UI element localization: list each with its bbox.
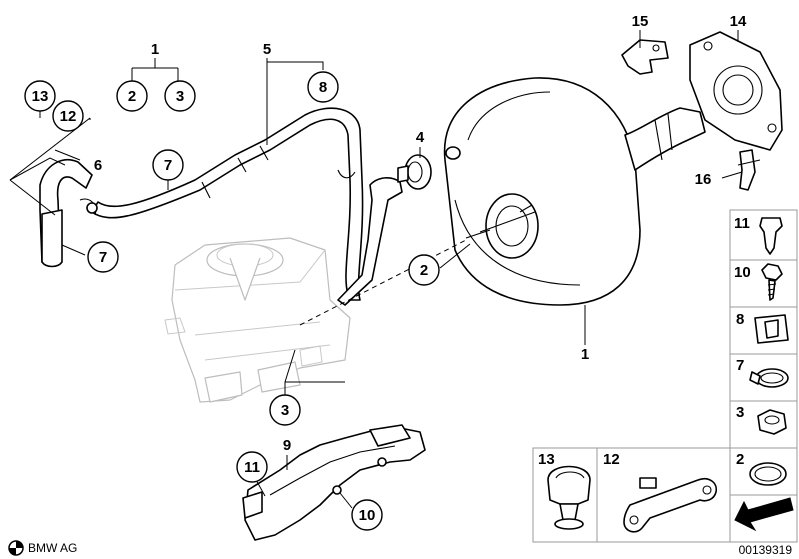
callout-circle-10 [351,499,383,531]
legend-number-10: 10 [734,264,751,281]
callout-13: 13 [32,88,49,105]
callout-1-top: 1 [151,41,159,58]
callout-circle-7-left [87,241,119,273]
direction-arrow-icon [734,497,794,532]
callout-4: 4 [416,129,425,146]
callouts: 1 2 3 5 8 13 12 6 7 7 4 2 1 3 9 11 10 15… [24,13,747,531]
callout-15: 15 [632,13,649,30]
legend-column: 11 10 8 7 3 2 [532,209,798,543]
legend-number-7: 7 [736,357,744,374]
mounting-bracket-icon [623,477,718,533]
callout-16: 16 [695,171,712,188]
callout-3-top: 3 [176,88,184,105]
check-valve-grommet [397,154,432,190]
callout-11: 11 [244,459,260,476]
cable-clip-icon [547,465,591,530]
callout-12: 12 [60,108,77,125]
legend-panel-10 [729,259,798,308]
hose-clamp-icon [749,368,789,388]
rubber-grommet-icon [754,314,789,344]
callout-6: 6 [94,157,102,174]
callout-5: 5 [263,41,271,58]
callout-10: 10 [359,507,376,524]
callout-circle-2-top [116,80,148,112]
callout-8: 8 [319,79,327,96]
callout-circle-11 [236,451,268,483]
hex-nut-icon [757,409,787,435]
lower-bracket [242,424,426,541]
callout-circle-8 [307,71,339,103]
brand-name: BMW AG [28,541,77,555]
legend-number-3: 3 [736,404,744,421]
sealing-ring-icon [749,462,787,486]
bmw-logo-icon [8,540,24,556]
callout-circle-13 [24,80,56,112]
callout-circle-7-hose [152,149,184,181]
callout-2-top: 2 [128,88,136,105]
booster-mounting-plate [689,31,783,151]
callout-14: 14 [730,13,747,30]
callout-3-bottom: 3 [281,402,289,419]
callout-7-hose: 7 [164,157,172,174]
diagram-id: 00139319 [739,543,793,557]
callout-circle-12 [52,100,84,132]
hex-screw-icon [761,263,783,301]
leader-lines [9,30,743,509]
callout-circle-3-bottom [269,394,301,426]
brake-booster [443,77,706,306]
legend-number-11: 11 [734,215,750,232]
legend-number-2: 2 [736,451,744,468]
callout-7-left: 7 [99,249,107,266]
callout-circle-2-mid [408,254,440,286]
support-bracket [621,39,669,75]
callout-2-mid: 2 [420,262,428,279]
master-cylinder-reservoir [164,237,351,403]
callout-circle-3-top [164,80,196,112]
legend-number-12: 12 [603,451,620,468]
callout-9: 9 [283,437,291,454]
footer: BMW AG 00139319 [8,540,793,557]
expanding-rivet-icon [759,217,783,255]
legend-number-8: 8 [736,311,744,328]
retaining-clip [737,149,761,191]
legend-number-13: 13 [538,451,555,468]
callout-1-bottom: 1 [581,346,589,363]
vacuum-hose [39,107,403,306]
